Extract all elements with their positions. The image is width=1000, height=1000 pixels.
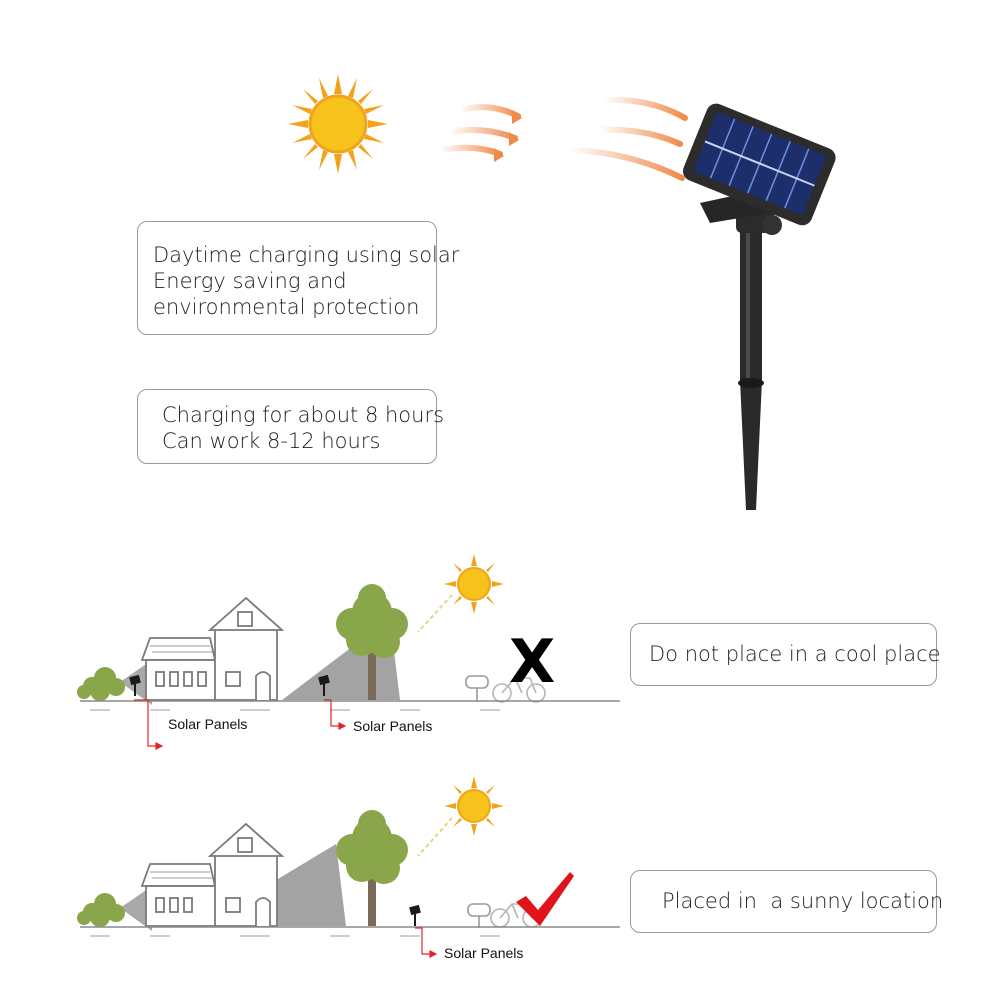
sun-icon bbox=[444, 554, 504, 614]
sun-icon bbox=[444, 776, 504, 836]
tree-icon bbox=[336, 810, 408, 926]
mailbox-icon bbox=[465, 675, 489, 702]
scene-illustration bbox=[77, 554, 620, 750]
sunlight-arrows bbox=[437, 96, 688, 181]
bicycle-icon bbox=[492, 677, 546, 703]
mailbox-icon bbox=[467, 903, 491, 928]
placement-warning-label: Do not place in a cool place bbox=[649, 642, 941, 666]
feature-line: Charging for about 8 hours bbox=[162, 403, 445, 427]
feature-line: environmental protection bbox=[153, 295, 420, 319]
feature-box-charging-time: Charging for about 8 hours Can work 8-12… bbox=[137, 389, 445, 464]
feature-box-solar-charging: Daytime charging using solar Energy savi… bbox=[137, 221, 460, 335]
feature-line: Daytime charging using solar bbox=[153, 243, 460, 267]
feature-line: Energy saving and bbox=[153, 269, 347, 293]
house-icon bbox=[140, 596, 285, 701]
solar-panel-callout: Solar Panels bbox=[353, 718, 433, 734]
sun-icon bbox=[288, 74, 388, 174]
placement-recommendation-label: Placed in a sunny location bbox=[662, 889, 944, 913]
small-solar-panel bbox=[409, 904, 421, 926]
solar-light-product bbox=[682, 103, 836, 510]
small-solar-panel bbox=[129, 674, 330, 696]
cross-mark-icon: X bbox=[509, 627, 556, 697]
solar-panel-callout: Solar Panels bbox=[444, 945, 524, 961]
placement-warning-box: Do not place in a cool place bbox=[630, 623, 941, 686]
bush-icon bbox=[77, 667, 125, 701]
scene-illustration bbox=[77, 776, 620, 958]
feature-line: Can work 8-12 hours bbox=[162, 429, 381, 453]
tree-icon bbox=[336, 584, 408, 700]
placement-recommendation-box: Placed in a sunny location bbox=[630, 870, 944, 933]
check-mark-icon bbox=[516, 872, 574, 926]
bush-icon bbox=[77, 893, 125, 927]
solar-panel-callout: Solar Panels bbox=[168, 716, 248, 732]
house-icon bbox=[140, 822, 285, 927]
